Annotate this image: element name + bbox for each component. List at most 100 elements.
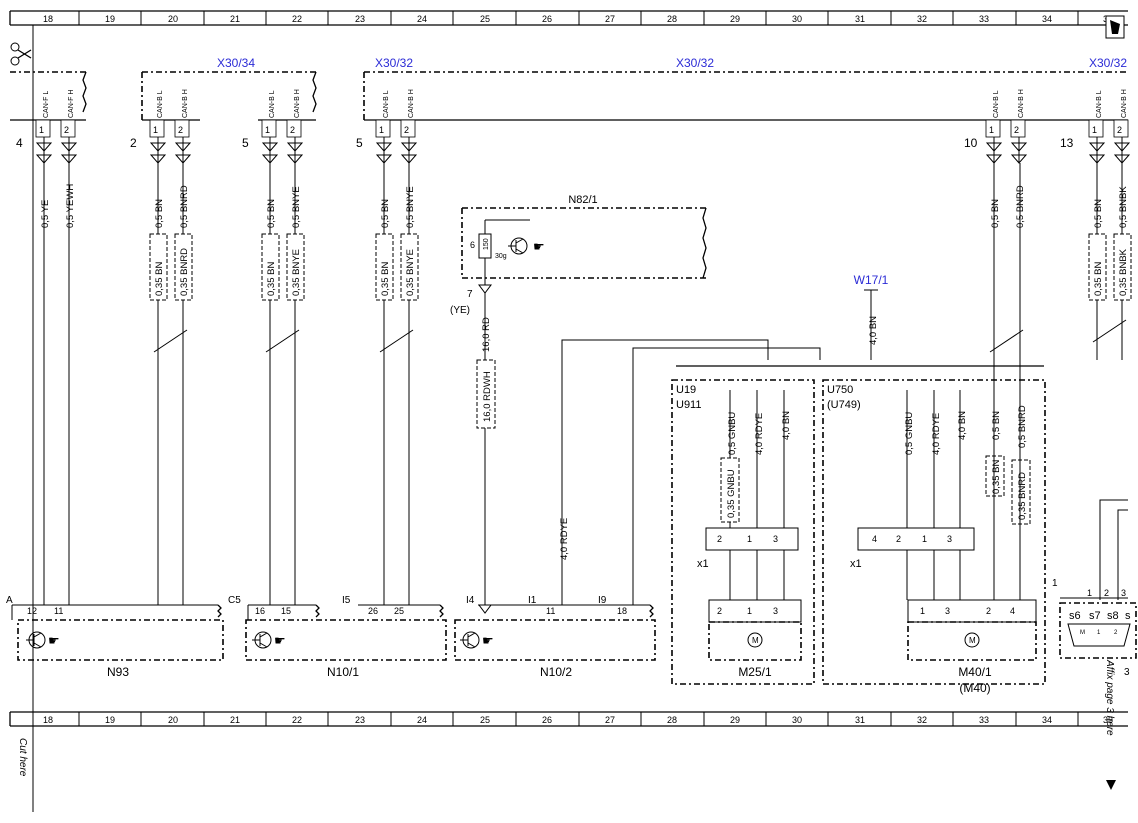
fuse-sub-label: 30g <box>495 253 507 260</box>
pin-box <box>1113 119 1129 138</box>
wire-label: 0,5 GNBU <box>727 412 738 455</box>
socket-pin: M <box>1080 630 1085 636</box>
wire-label: 0,5 YEWH <box>65 184 76 228</box>
bottom-grid-ruler: 18 19 20 21 22 23 24 25 26 27 28 29 30 3… <box>9 711 1128 727</box>
fuse-rating: 150 <box>483 238 490 250</box>
pin-number: 3 <box>947 534 952 544</box>
grid-col-label: 19 <box>105 14 115 24</box>
signal-label: CAN-B H <box>1121 89 1128 118</box>
connector-pin-arrow <box>478 284 492 294</box>
pin-number: 1 <box>922 534 927 544</box>
grid-col-label: 18 <box>43 715 53 725</box>
signal-label: CAN-B H <box>1018 89 1025 118</box>
signal-label: CAN-B H <box>408 89 415 118</box>
motor-connector <box>907 599 1037 623</box>
socket-label: s6 <box>1069 610 1081 622</box>
pin-number: 1 <box>747 534 752 544</box>
wire-sheath-label: 0,35 BNRD <box>1017 472 1028 520</box>
grid-col-label: 30 <box>792 715 802 725</box>
connector-label-x30-32: X30/32 <box>676 56 714 70</box>
n82-1-module: N82/1 150 30g 6 ☛ 7 (YE) <box>450 194 707 316</box>
wire <box>561 339 769 605</box>
signal-label: CAN-F L <box>43 91 50 118</box>
transistor-icon <box>508 237 528 255</box>
wire-sheath-label: 0,35 GNBU <box>726 469 737 518</box>
connector-label: I4 <box>466 595 475 606</box>
pin-number: 2 <box>64 125 69 135</box>
position-label: 10 <box>964 136 978 150</box>
wire-label: 0,5 BNYE <box>405 186 416 228</box>
grid-col-label: 32 <box>917 715 927 725</box>
pointing-hand-icon: ☛ <box>274 633 286 648</box>
socket-pin: 1 <box>1097 630 1101 636</box>
cut-here-text: Cut here <box>17 738 28 777</box>
wire-label: 4,0 RDYE <box>754 413 765 455</box>
module-label-u19: U19 <box>676 384 696 396</box>
grid-col-label: 26 <box>542 14 552 24</box>
wire-label: 0,5 BN <box>991 411 1002 440</box>
module-label-n82-1: N82/1 <box>568 194 597 206</box>
signal-label: CAN-B L <box>157 90 164 118</box>
twisted-pair-icon <box>265 329 300 353</box>
wire-sheath <box>286 233 305 301</box>
module-label-m40: (M40) <box>959 681 990 695</box>
pin-box <box>149 119 165 138</box>
pin-box <box>286 119 302 138</box>
transistor-icon <box>26 631 46 649</box>
motor-connector <box>708 599 802 623</box>
grid-col-label: 31 <box>855 14 865 24</box>
pin-number: 6 <box>470 240 475 250</box>
grid-col-label: 33 <box>979 14 989 24</box>
u750-module: U750 (U749) 0,5 GNBU 4,0 RDYE 4,0 BN 0,5… <box>822 379 1046 695</box>
grid-col-label: 28 <box>667 14 677 24</box>
pin-box <box>1010 119 1026 138</box>
grid-col-label: 29 <box>730 715 740 725</box>
module-label-n93: N93 <box>107 665 129 679</box>
connector-label-x30-32: X30/32 <box>1089 56 1127 70</box>
wire-sheath <box>476 359 496 429</box>
module-label-m25-1: M25/1 <box>738 665 772 679</box>
signal-label: CAN-F H <box>68 90 75 118</box>
transistor-icon <box>460 631 480 649</box>
wire-sheath <box>400 233 419 301</box>
grid-col-label: 27 <box>605 715 615 725</box>
pointing-hand-icon: ☛ <box>482 633 494 648</box>
wire-label: 0,5 YE <box>40 200 51 228</box>
pointing-hand-icon: ☛ <box>533 239 545 254</box>
pin-number: 2 <box>1117 125 1122 135</box>
pin-number: 2 <box>896 534 901 544</box>
wire-label: 0,5 BNRD <box>1017 405 1028 448</box>
position-label: 5 <box>242 136 249 150</box>
wire-sheath-label: 0,35 BNBK <box>1118 248 1129 296</box>
motor-icon <box>747 632 763 648</box>
socket-label: s <box>1125 610 1131 622</box>
wire-label: 4,0 BN <box>957 411 968 440</box>
affix-arrow-icon <box>1106 780 1116 790</box>
pin-number: 7 <box>467 289 473 300</box>
pin-number: 3 <box>773 606 778 616</box>
grid-col-label: 20 <box>168 715 178 725</box>
pin-number: 12 <box>27 606 37 616</box>
grid-col-label: 32 <box>917 14 927 24</box>
x30-connector-bus <box>10 71 1128 121</box>
wire-sheath-label: 0,35 BNYE <box>405 249 416 296</box>
pin-number: 2 <box>986 606 991 616</box>
grid-col-label: 25 <box>480 14 490 24</box>
wire-sheath <box>375 233 394 301</box>
n10-1-module: C5 16 15 I5 26 25 ☛ N10/1 <box>228 595 447 679</box>
position-label: 5 <box>356 136 363 150</box>
wire-label: 4,0 RDYE <box>559 518 570 560</box>
connector-label: I5 <box>342 595 351 606</box>
pin-number: 2 <box>290 125 295 135</box>
connector-x1 <box>857 527 975 551</box>
grid-col-label: 27 <box>605 14 615 24</box>
signal-label: CAN-B L <box>269 90 276 118</box>
twisted-pair-icon <box>153 329 188 353</box>
wire-label: 0,5 GNBU <box>904 412 915 455</box>
wire-sheath <box>149 233 168 301</box>
wire-sheath <box>1088 233 1107 301</box>
wire-sheath <box>1011 459 1031 525</box>
